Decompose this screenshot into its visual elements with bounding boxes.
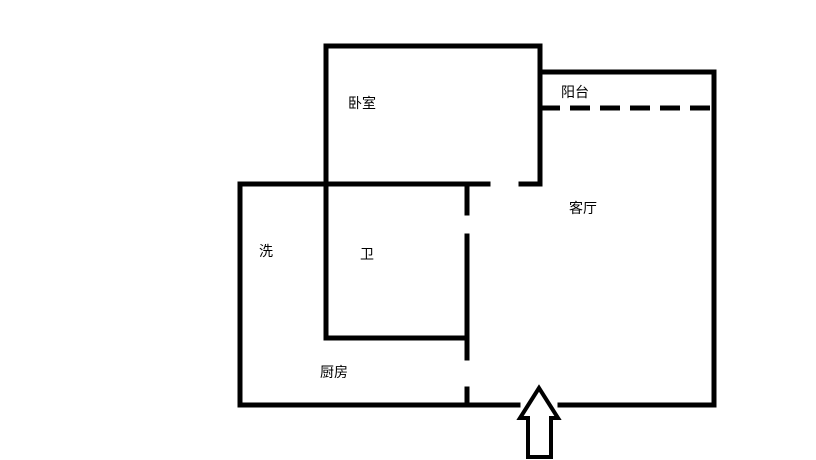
room-label-kitchen: 厨房 bbox=[320, 365, 348, 381]
room-label-wash: 洗 bbox=[259, 244, 273, 260]
room-label-bedroom: 卧室 bbox=[348, 96, 376, 112]
room-label-living-room: 客厅 bbox=[569, 201, 597, 217]
arrow-up-icon bbox=[516, 384, 562, 459]
room-label-bathroom: 卫 bbox=[360, 247, 374, 263]
room-label-balcony: 阳台 bbox=[561, 85, 589, 101]
